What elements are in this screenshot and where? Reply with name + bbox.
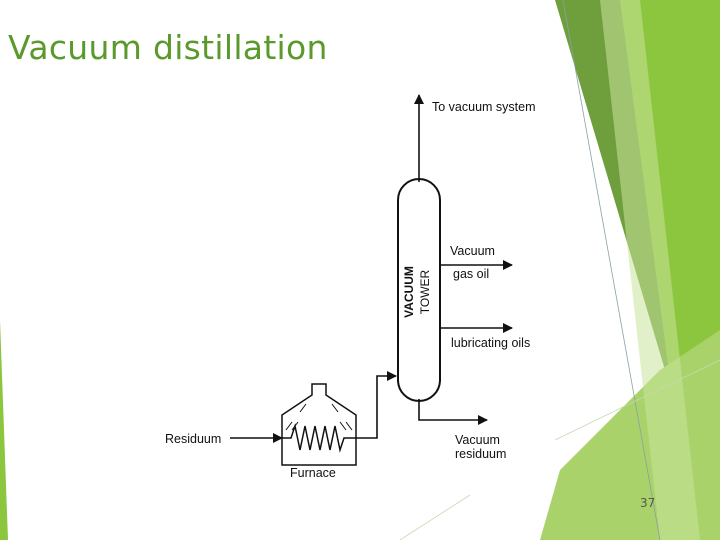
label-residuum-bottom: residuum [455,447,506,461]
furnace-outlet-arrow [356,371,397,439]
vacuum-tower [397,178,441,402]
slide-title: Vacuum distillation [8,28,328,67]
label-vacuum-bottom: Vacuum [455,433,500,447]
decor-line [554,359,720,441]
label-to-vacuum-system: To vacuum system [432,100,536,114]
label-vacuum: Vacuum [450,244,495,258]
decor-line [399,494,471,540]
label-gas-oil: gas oil [453,267,489,281]
bottom-outlet-arrow [418,399,488,425]
label-lubricating-oils: lubricating oils [451,336,530,350]
decor-wedge-pale [600,0,700,540]
tower-label-tower: TOWER [418,269,432,314]
decor-left-sliver [0,320,8,540]
decor-line [562,0,661,540]
tower-label-vacuum: VACUUM [402,266,416,318]
label-residuum: Residuum [165,432,221,446]
furnace [281,383,357,466]
slide-number: 37 [640,496,656,510]
furnace-coil [282,423,356,453]
label-furnace: Furnace [290,466,336,480]
